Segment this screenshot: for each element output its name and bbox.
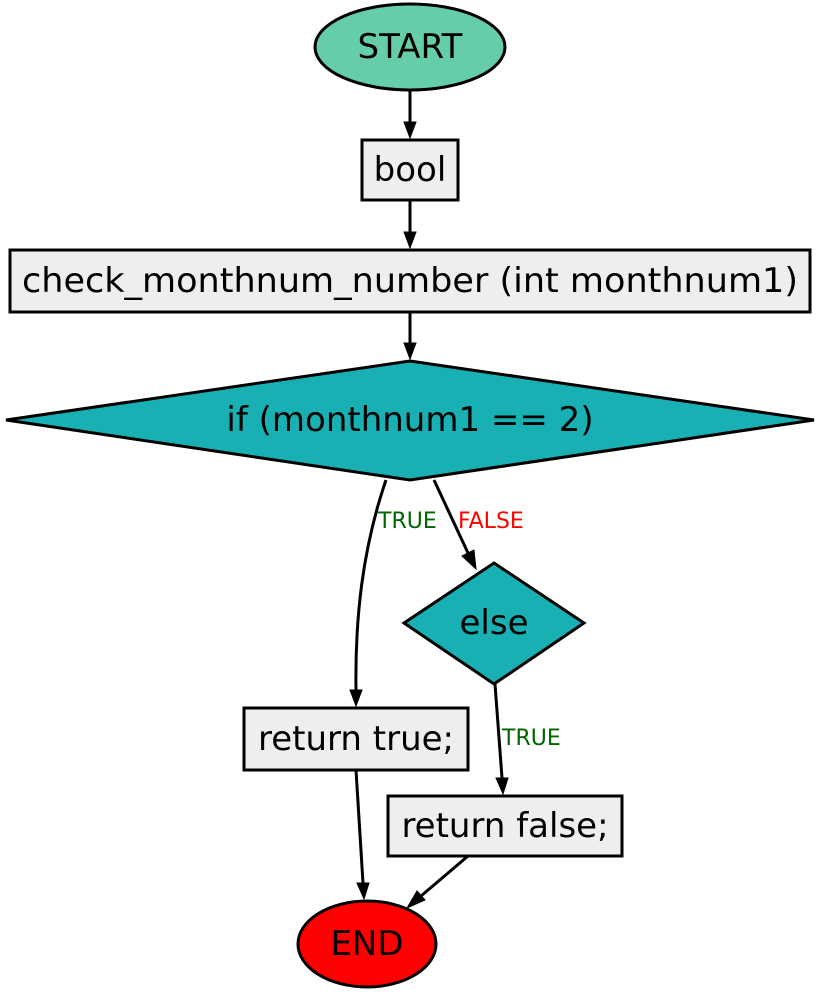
type-node: bool — [360, 138, 460, 202]
function-node: check_monthnum_number (int monthnum1) — [8, 248, 812, 314]
return-true-box — [242, 706, 470, 772]
if-decision-node: if (monthnum1 == 2) — [5, 359, 815, 482]
end-label: END — [330, 924, 403, 964]
edge-function-to-if — [403, 312, 417, 361]
edge-label-else-true: TRUE — [501, 726, 561, 751]
start-node: START — [313, 2, 507, 92]
start-ellipse — [313, 2, 507, 92]
type-box — [360, 138, 460, 202]
edge-type-to-function — [403, 200, 417, 250]
return-true-node: return true; — [242, 706, 470, 772]
function-label: check_monthnum_number (int monthnum1) — [22, 261, 798, 301]
edge-if-true — [349, 479, 388, 708]
edge-return-true-to-end — [354, 769, 370, 901]
return-false-node: return false; — [386, 794, 624, 858]
edge-if-false — [432, 479, 477, 571]
type-label: bool — [374, 150, 447, 190]
else-diamond — [401, 561, 587, 686]
edge-return-false-to-end — [405, 854, 469, 910]
end-node: END — [296, 899, 438, 989]
edge-else-true — [493, 683, 509, 796]
return-false-label: return false; — [401, 806, 608, 846]
return-false-box — [386, 794, 624, 858]
else-decision-node: else — [401, 561, 587, 686]
function-box — [8, 248, 812, 314]
if-condition-label: if (monthnum1 == 2) — [226, 400, 593, 440]
start-label: START — [358, 27, 463, 67]
edge-label-if-false: FALSE — [458, 509, 524, 534]
edge-label-if-true: TRUE — [377, 509, 437, 534]
return-true-label: return true; — [258, 719, 454, 759]
if-diamond — [5, 359, 815, 482]
edges — [349, 90, 509, 910]
edge-start-to-type — [403, 90, 417, 140]
end-ellipse — [296, 899, 438, 989]
else-label: else — [460, 603, 529, 643]
